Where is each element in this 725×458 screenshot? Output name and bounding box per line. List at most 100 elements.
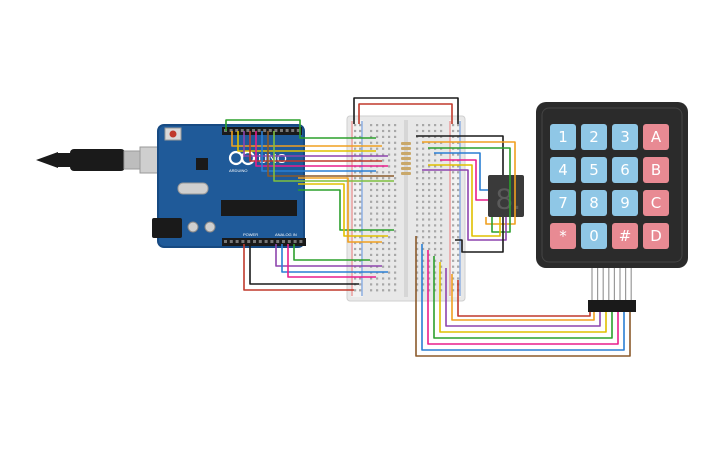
usb-cable-icon [36, 146, 165, 174]
jumper-wire [358, 103, 453, 124]
digital-pin[interactable] [291, 129, 295, 132]
breadboard-hole [434, 289, 437, 292]
keypad-key-6[interactable]: 6 [612, 157, 638, 183]
key-label: # [619, 227, 632, 245]
analog-power-pin[interactable] [253, 240, 256, 243]
keypad-key-1[interactable]: 1 [550, 124, 576, 150]
breadboard-hole [359, 224, 362, 227]
keypad-key-3[interactable]: 3 [612, 124, 638, 150]
breadboard-hole [452, 271, 455, 274]
breadboard-hole [359, 153, 362, 156]
keypad-key-B[interactable]: B [643, 157, 669, 183]
breadboard-hole [422, 265, 425, 268]
breadboard-hole [394, 135, 397, 138]
uno-label: UNO [258, 151, 287, 166]
arduino-small-logo-text: ARDUINO [229, 168, 247, 173]
breadboard-hole [428, 212, 431, 215]
keypad-key-8[interactable]: 8 [581, 190, 607, 216]
analog-power-pin[interactable] [287, 240, 291, 243]
breadboard-hole [452, 224, 455, 227]
keypad-key-5[interactable]: 5 [581, 157, 607, 183]
breadboard-hole [388, 283, 391, 286]
keypad-key-4[interactable]: 4 [550, 157, 576, 183]
breadboard-hole [370, 141, 373, 144]
digital-pin[interactable] [252, 129, 255, 132]
analog-power-pin[interactable] [224, 240, 227, 243]
digital-pin[interactable] [235, 129, 239, 132]
breadboard-hole [370, 236, 373, 239]
analog-power-pin[interactable] [235, 240, 239, 243]
digital-pin[interactable] [263, 129, 267, 132]
breadboard-hole [457, 247, 460, 251]
arduino-uno-board[interactable]: UNO ARDUINO POWER ANALOG IN [152, 124, 306, 248]
left-power-rail [351, 120, 363, 297]
analog-power-pin[interactable] [247, 240, 251, 243]
seven-segment-display[interactable]: 8. [488, 175, 524, 217]
breadboard-hole [457, 183, 460, 186]
keypad-key-D[interactable]: D [643, 223, 669, 249]
breadboard-hole [440, 218, 443, 221]
keypad-key-star[interactable]: * [550, 223, 576, 249]
breadboard-hole [359, 194, 362, 197]
breadboard-hole [382, 224, 385, 227]
keypad-key-C[interactable]: C [643, 190, 669, 216]
jumper-wire [428, 164, 501, 237]
analog-power-pin[interactable] [282, 240, 285, 243]
breadboard-hole [434, 183, 437, 186]
digital-pin[interactable] [296, 129, 300, 132]
analog-power-pin[interactable] [299, 240, 303, 243]
analog-power-pin[interactable] [270, 240, 274, 243]
analog-power-pin[interactable] [241, 240, 245, 243]
breadboard-hole [376, 124, 379, 127]
breadboard-hole [434, 224, 437, 227]
breadboard-hole [422, 242, 425, 245]
analog-power-pin[interactable] [264, 240, 268, 243]
breadboard-hole [452, 289, 455, 292]
digital-pin[interactable] [246, 129, 250, 132]
breadboard-hole [434, 165, 437, 168]
digital-pin[interactable] [240, 129, 244, 132]
digital-pin[interactable] [229, 129, 233, 132]
breadboard-hole [440, 224, 443, 227]
breadboard-hole [416, 289, 419, 292]
keypad-key-A[interactable]: A [643, 124, 669, 150]
key-face [550, 223, 576, 249]
breadboard-hole [434, 212, 437, 215]
digital-pin[interactable] [274, 129, 278, 132]
breadboard-hole [422, 165, 425, 168]
jumper-wire [416, 135, 504, 175]
breadboard-hole [354, 236, 357, 239]
breadboard-hole [440, 135, 443, 138]
breadboard-hole [370, 259, 373, 262]
keypad-key-7[interactable]: 7 [550, 190, 576, 216]
breadboard-hole [382, 289, 385, 292]
power-label: POWER [243, 232, 258, 237]
digital-pin[interactable] [285, 129, 289, 132]
digital-pin[interactable] [280, 129, 283, 132]
breadboard-hole [452, 194, 455, 197]
digital-pin[interactable] [268, 129, 272, 132]
breadboard-hole [376, 177, 379, 180]
resistor [401, 162, 411, 165]
analog-power-pin[interactable] [258, 240, 262, 243]
digital-pin[interactable] [257, 129, 261, 132]
breadboard-hole [428, 283, 431, 286]
keypad-key-9[interactable]: 9 [612, 190, 638, 216]
breadboard-hole [452, 236, 455, 239]
breadboard-hole [440, 206, 443, 209]
analog-power-pin[interactable] [293, 240, 297, 243]
jumper-wire [433, 256, 613, 339]
keypad-key-0[interactable]: 0 [581, 223, 607, 249]
breadboard-hole [428, 135, 431, 138]
breadboard-hole [434, 129, 437, 133]
jumper-wire [243, 244, 354, 291]
breadboard-hole [452, 218, 455, 221]
jumper-wire [249, 131, 382, 162]
keypad-key-2[interactable]: 2 [581, 124, 607, 150]
breadboard-hole [359, 253, 362, 256]
analog-power-pin[interactable] [229, 240, 233, 243]
analog-power-pin[interactable] [276, 240, 280, 243]
keypad-key-hash[interactable]: # [612, 223, 638, 249]
